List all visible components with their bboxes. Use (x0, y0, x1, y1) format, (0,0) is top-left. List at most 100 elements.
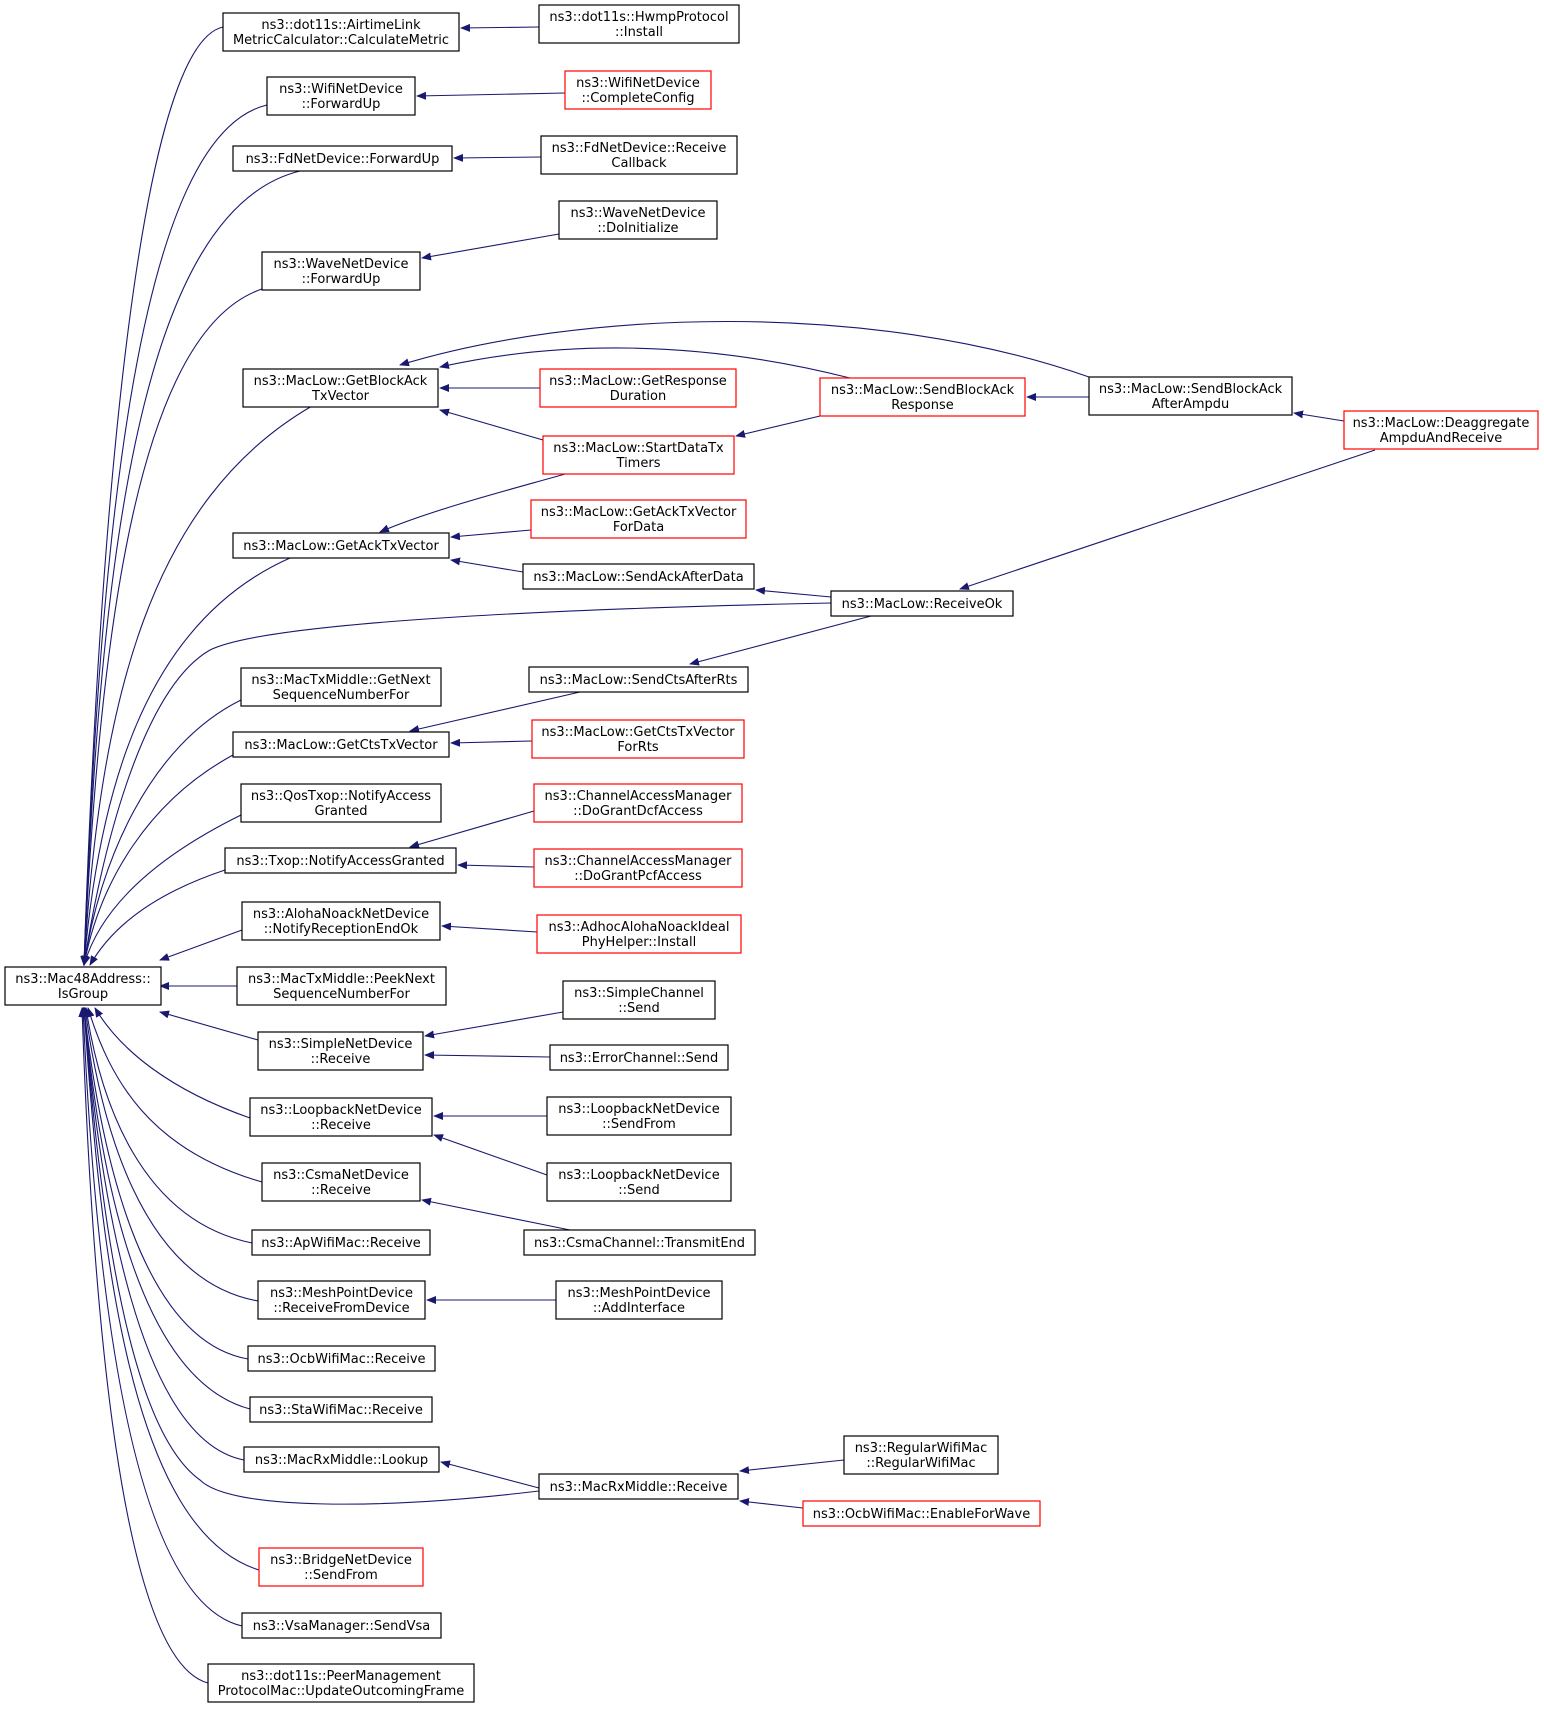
node-label-line: ::ReceiveFromDevice (273, 1301, 409, 1316)
node-saad[interactable]: ns3::MacLow::SendAckAfterData (522, 563, 755, 590)
edge-mpdrfd-to-root (82, 1007, 259, 1302)
node-gctx[interactable]: ns3::MacLow::GetCtsTxVector (232, 731, 450, 758)
node-qosnag[interactable]: ns3::QosTxop::NotifyAccessGranted (240, 783, 442, 823)
edge-gctxfr-to-gctx (450, 738, 533, 747)
node-airtime[interactable]: ns3::dot11s::AirtimeLinkMetricCalculator… (222, 12, 460, 52)
node-label-line: SequenceNumberFor (273, 987, 410, 1002)
edge-ocbrcv-to-root (81, 1007, 249, 1360)
node-pmp-uof[interactable]: ns3::dot11s::PeerManagementProtocolMac::… (207, 1663, 475, 1703)
node-stawm-rcv[interactable]: ns3::StaWifiMac::Receive (249, 1396, 433, 1423)
node-mpd-rfd[interactable]: ns3::MeshPointDevice::ReceiveFromDevice (257, 1280, 426, 1320)
node-label-line: ns3::FdNetDevice::Receive (552, 141, 727, 156)
node-box (533, 783, 743, 823)
node-label-line: ns3::MacLow::SendBlockAck (1099, 382, 1283, 397)
node-simch-send[interactable]: ns3::SimpleChannel::Send (562, 980, 716, 1020)
node-box (232, 731, 450, 758)
node-label-line: Response (891, 398, 953, 413)
node-box (562, 980, 716, 1020)
node-aloha-nre[interactable]: ns3::AlohaNoackNetDevice::NotifyReceptio… (241, 901, 441, 941)
edge-txnag-to-root (89, 869, 226, 966)
node-label-line: MetricCalculator::CalculateMetric (233, 33, 449, 48)
node-camdcf[interactable]: ns3::ChannelAccessManager::DoGrantDcfAcc… (533, 783, 743, 823)
edge-saad-to-gatx (450, 557, 524, 573)
node-label-line: Granted (315, 804, 368, 819)
node-label-line: ns3::MacLow::ReceiveOk (842, 597, 1003, 612)
node-pnsnf[interactable]: ns3::MacTxMiddle::PeekNextSequenceNumber… (236, 966, 447, 1006)
node-fdnd-fwd[interactable]: ns3::FdNetDevice::ForwardUp (232, 145, 453, 172)
node-label-line: ns3::MeshPointDevice (270, 1286, 413, 1301)
node-box (1088, 376, 1293, 416)
node-label-line: ProtocolMac::UpdateOutcomingFrame (218, 1684, 465, 1699)
node-box (542, 435, 735, 475)
node-label-line: ns3::CsmaChannel::TransmitEnd (534, 1236, 745, 1251)
node-rxm-lookup[interactable]: ns3::MacRxMiddle::Lookup (243, 1446, 440, 1473)
node-label-line: ns3::dot11s::AirtimeLink (261, 18, 421, 33)
node-box (241, 901, 441, 941)
node-errch-send[interactable]: ns3::ErrorChannel::Send (549, 1044, 729, 1071)
node-label-line: ::ForwardUp (302, 272, 381, 287)
node-ocbwm-rcv[interactable]: ns3::OcbWifiMac::Receive (247, 1345, 436, 1372)
node-gnsnf[interactable]: ns3::MacTxMiddle::GetNextSequenceNumberF… (240, 667, 442, 707)
node-box (222, 12, 460, 52)
node-rok[interactable]: ns3::MacLow::ReceiveOk (830, 590, 1014, 617)
node-label-line: ::CompleteConfig (581, 91, 694, 106)
edge-starcv-to-root (80, 1007, 251, 1410)
node-label-line: ns3::AlohaNoackNetDevice (253, 907, 429, 922)
node-bridge-sf[interactable]: ns3::BridgeNetDevice::SendFrom (258, 1547, 424, 1587)
node-box (1343, 410, 1539, 450)
node-box (843, 1435, 999, 1475)
node-campcf[interactable]: ns3::ChannelAccessManager::DoGrantPcfAcc… (533, 848, 743, 888)
node-box (540, 135, 738, 175)
node-rxm-rcv[interactable]: ns3::MacRxMiddle::Receive (538, 1473, 739, 1500)
node-box (249, 1396, 433, 1423)
node-box (546, 1096, 732, 1136)
node-mpd-ai[interactable]: ns3::MeshPointDevice::AddInterface (555, 1280, 723, 1320)
edge-lbsend-to-lbrcv (433, 1134, 548, 1176)
node-adhoc[interactable]: ns3::AdhocAlohaNoackIdealPhyHelper::Inst… (536, 914, 742, 954)
node-csmand-rcv[interactable]: ns3::CsmaNetDevice::Receive (261, 1162, 421, 1202)
node-wifind-cc[interactable]: ns3::WifiNetDevice::CompleteConfig (564, 70, 712, 110)
node-wave-fwd[interactable]: ns3::WaveNetDevice::ForwardUp (261, 251, 421, 291)
node-lbnd-rcv[interactable]: ns3::LoopbackNetDevice::Receive (249, 1097, 433, 1137)
node-box (258, 1547, 424, 1587)
node-label-line: ::Receive (311, 1118, 371, 1133)
node-ocbwm-efw[interactable]: ns3::OcbWifiMac::EnableForWave (802, 1500, 1041, 1527)
node-wifind-fwd[interactable]: ns3::WifiNetDevice::ForwardUp (266, 76, 416, 116)
node-label-line: ns3::MacLow::GetBlockAck (254, 374, 428, 389)
node-wave-init[interactable]: ns3::WaveNetDevice::DoInitialize (558, 200, 718, 240)
edge-gnsnf-to-root (81, 699, 242, 966)
node-lbnd-send[interactable]: ns3::LoopbackNetDevice::Send (546, 1162, 732, 1202)
node-label-line: AfterAmpdu (1152, 397, 1230, 412)
node-box (830, 590, 1014, 617)
node-gatx[interactable]: ns3::MacLow::GetAckTxVector (232, 532, 450, 559)
node-regwm[interactable]: ns3::RegularWifiMac::RegularWifiMac (843, 1435, 999, 1475)
node-label-line: ForData (613, 520, 664, 535)
node-label-line: ns3::MeshPointDevice (567, 1286, 710, 1301)
node-box (261, 1162, 421, 1202)
edge-rxmrcv-to-root (80, 1007, 540, 1505)
edge-dear-to-rok (959, 449, 1376, 590)
node-apwm-rcv[interactable]: ns3::ApWifiMac::Receive (251, 1229, 431, 1256)
node-label-line: ns3::ApWifiMac::Receive (261, 1236, 421, 1251)
edge-sbar-to-gbatx (439, 347, 851, 379)
node-vsa[interactable]: ns3::VsaManager::SendVsa (241, 1612, 442, 1639)
node-label-line: ns3::OcbWifiMac::Receive (257, 1352, 425, 1367)
node-csmach-te[interactable]: ns3::CsmaChannel::TransmitEnd (523, 1229, 756, 1256)
node-label-line: ns3::MacLow::SendCtsAfterRts (540, 673, 738, 688)
node-simnd-rcv[interactable]: ns3::SimpleNetDevice::Receive (257, 1031, 424, 1071)
node-lbnd-sf[interactable]: ns3::LoopbackNetDevice::SendFrom (546, 1096, 732, 1136)
node-txnag[interactable]: ns3::Txop::NotifyAccessGranted (224, 847, 457, 874)
node-scar[interactable]: ns3::MacLow::SendCtsAfterRts (528, 666, 749, 693)
node-hwmp[interactable]: ns3::dot11s::HwmpProtocol::Install (538, 4, 740, 44)
node-root[interactable]: ns3::Mac48Address::IsGroup (4, 966, 162, 1006)
